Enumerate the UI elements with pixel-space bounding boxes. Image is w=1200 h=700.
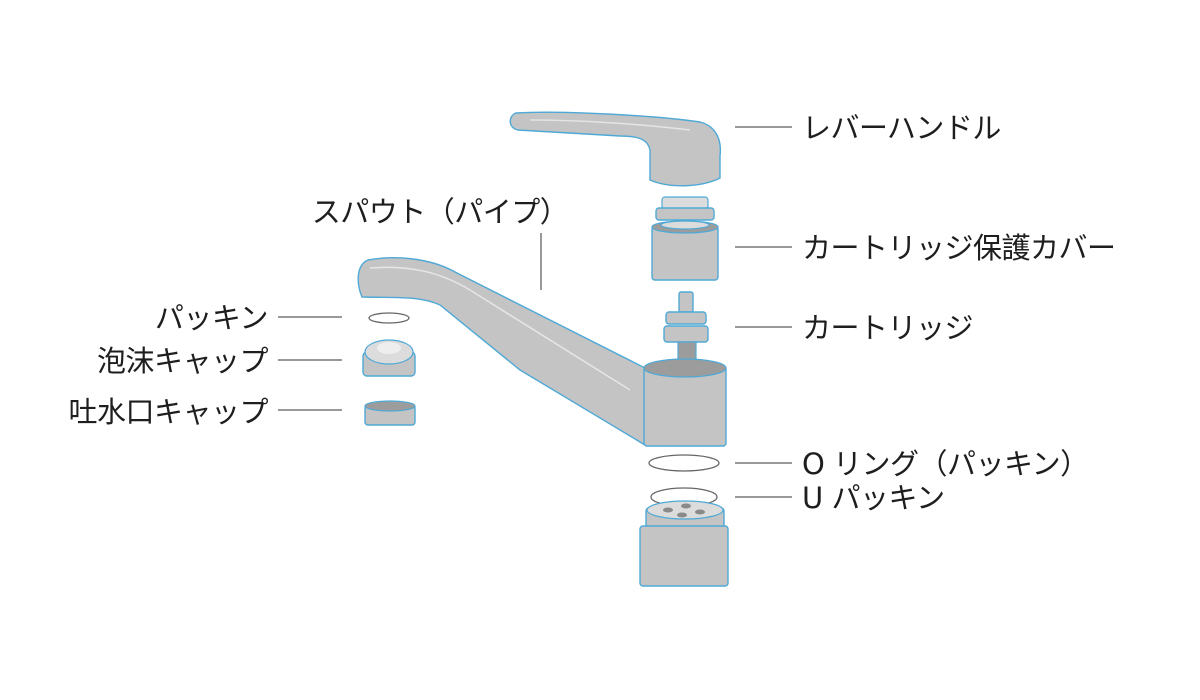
label-o-ring: O リング（パッキン） — [802, 447, 1089, 481]
label-cartridge: カートリッジ — [802, 311, 973, 345]
lever-handle-part — [509, 111, 722, 187]
cartridge-cover-part — [651, 196, 719, 281]
label-lever-handle: レバーハンドル — [802, 111, 1001, 145]
label-u-packing: U パッキン — [802, 481, 945, 515]
label-cartridge-cover: カートリッジ保護カバー — [802, 231, 1116, 265]
foam-cap-part — [362, 339, 416, 377]
o-ring — [648, 454, 720, 472]
packing-ring — [368, 312, 410, 324]
spout-part — [357, 257, 727, 447]
label-outlet-cap: 吐水口キャップ — [68, 395, 268, 429]
label-packing: パッキン — [155, 301, 268, 335]
label-spout: スパウト（パイプ） — [312, 195, 569, 229]
label-foam-cap: 泡沫キャップ — [97, 344, 269, 378]
base-part — [639, 500, 729, 587]
outlet-cap-part — [364, 400, 416, 426]
cartridge-part — [663, 291, 709, 361]
leader-lines — [278, 126, 792, 498]
